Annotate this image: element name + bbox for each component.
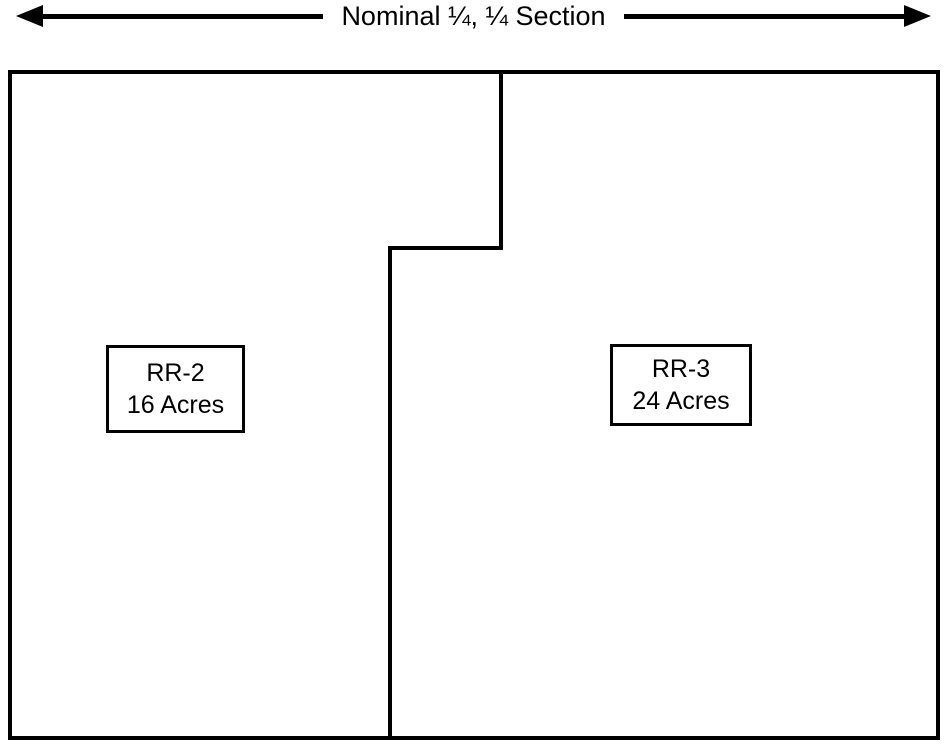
parcel-boundary-jog-segment <box>388 246 503 250</box>
right-arrowhead-icon <box>904 5 932 27</box>
parcel-acreage: 24 Acres <box>632 387 730 415</box>
parcel-label-rr3: RR-3 24 Acres <box>610 344 752 426</box>
parcel-id: RR-2 <box>146 359 205 387</box>
left-arrowhead-icon <box>16 5 43 27</box>
section-width-arrow: Nominal ¼, ¼ Section <box>16 1 932 31</box>
parcel-label-rr2: RR-2 16 Acres <box>106 345 245 433</box>
arrow-line-right <box>623 13 905 19</box>
arrow-line-left <box>43 13 324 19</box>
diagram-title: Nominal ¼, ¼ Section <box>341 1 606 31</box>
parcel-boundary-lower-segment <box>388 246 392 740</box>
quarter-quarter-section-outline <box>8 70 940 740</box>
parcel-id: RR-3 <box>651 355 711 383</box>
parcel-boundary-upper-segment <box>499 70 503 250</box>
parcel-acreage: 16 Acres <box>126 391 225 419</box>
